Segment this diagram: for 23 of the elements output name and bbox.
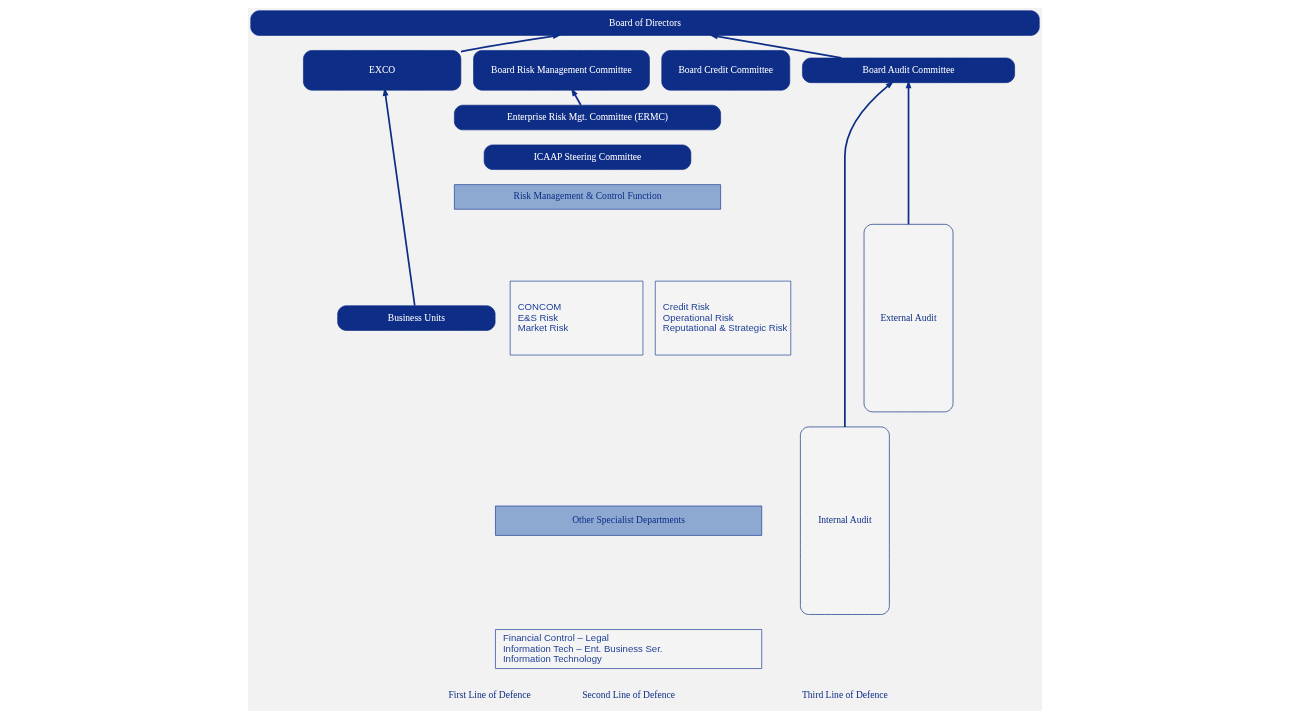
label: Third Line of Defence xyxy=(801,689,888,701)
node-box: Financial Control – Legal Information Tech – Ent. Business Ser. Information Technology xyxy=(495,629,763,669)
node-box: Other Specialist Departments xyxy=(495,505,763,536)
arrow xyxy=(709,33,843,59)
node-box: Credit Risk Operational Risk Reputational & Strategic Risk xyxy=(654,280,792,356)
node-box: Risk Management & Control Function xyxy=(454,184,721,210)
arrow xyxy=(905,80,912,226)
label: Second Line of Defence xyxy=(582,689,675,701)
node-box: CONCOM E&S Risk Market Risk xyxy=(509,280,644,356)
label: First Line of Defence xyxy=(448,689,531,701)
node-box: Board Credit Committee xyxy=(661,50,791,91)
arrow xyxy=(844,81,894,428)
arrow xyxy=(382,87,416,307)
node-box: Board of Directors xyxy=(250,10,1040,36)
node-box: EXCO xyxy=(303,50,462,91)
node-box: External Audit xyxy=(863,223,954,413)
node-box: Internal Audit xyxy=(800,426,890,615)
node-box: Board Risk Management Committee xyxy=(473,50,650,91)
node-box: ICAAP Steering Committee xyxy=(483,144,692,170)
arrow xyxy=(460,33,562,53)
node-box: Board Audit Committee xyxy=(802,57,1015,83)
node-box: Enterprise Risk Mgt. Committee (ERMC) xyxy=(454,104,721,131)
node-box: Business Units xyxy=(337,305,496,331)
